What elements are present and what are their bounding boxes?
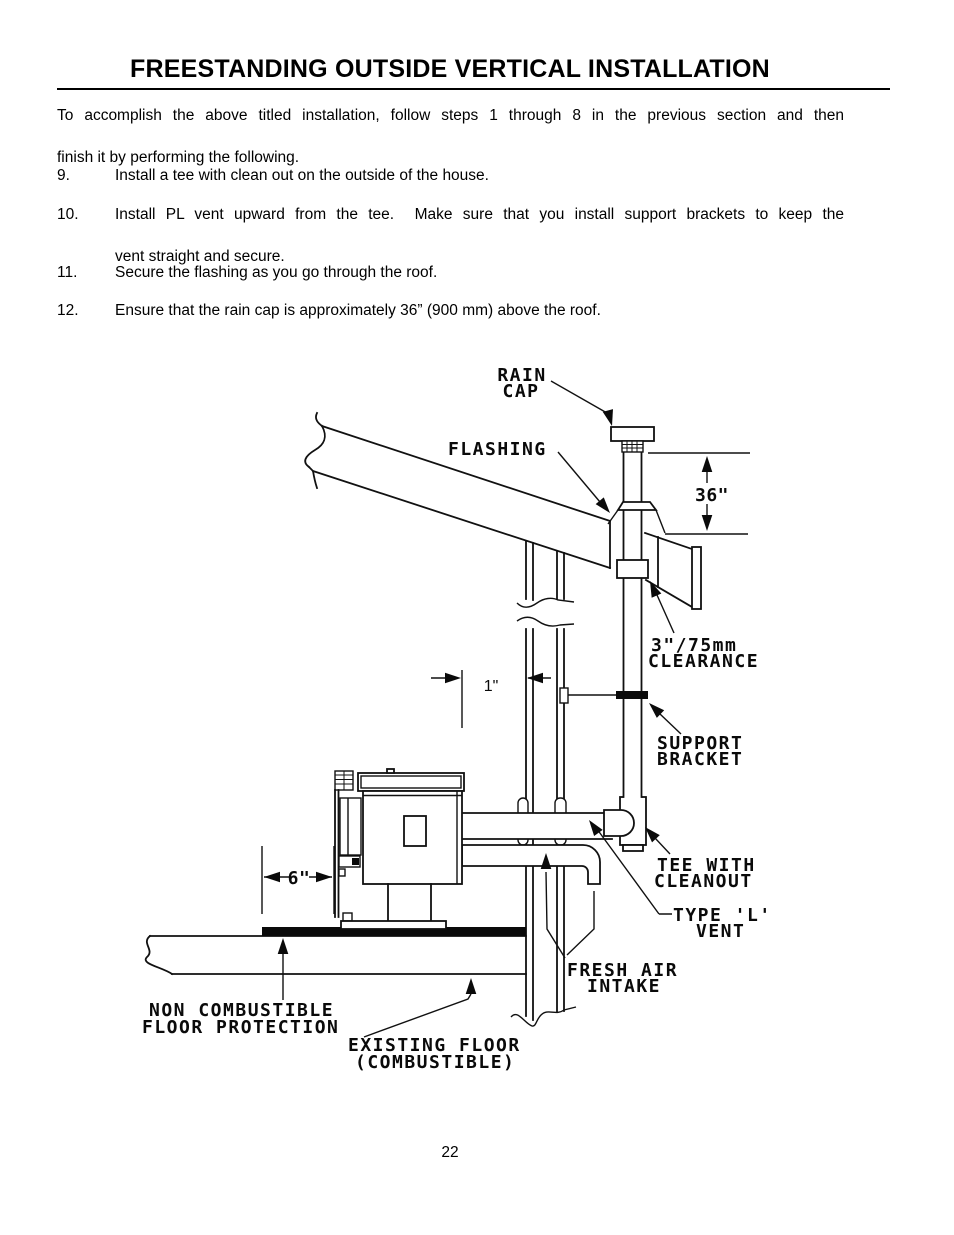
dim-6-label: 6" [288,868,311,889]
type-l-vent-label: VENT [696,921,745,942]
step-text: vent straight and secure. [115,248,285,265]
support-bracket-label: SUPPORT [657,733,743,754]
diagram-labels: RAIN CAP FLASHING 3"/75mm CLEARANCE SUPP… [142,365,772,1073]
existing-floor-label: EXISTING FLOOR [348,1035,521,1056]
fascia [691,546,702,610]
intro-paragraph: To accomplish the above titled installat… [57,105,844,168]
house-wall [510,540,577,1027]
step-number: 9. [57,167,70,184]
tee-cleanout-label: TEE WITH [657,855,756,876]
step-text: Install a tee with clean out on the outs… [115,167,489,184]
floor-protection-label: FLOOR PROTECTION [142,1017,339,1038]
support-bracket-label: BRACKET [657,749,743,770]
floor-protection-pad [262,927,526,936]
step-number: 10. [57,206,79,223]
step-item-12: 12. Ensure that the rain cap is approxim… [57,300,844,321]
exhaust-pipe [461,812,613,840]
stove-window [403,815,427,847]
step-number: 11. [57,264,78,281]
step-item-10: 10. Install PL vent upward from the tee.… [57,204,844,267]
step-text: Ensure that the rain cap is approximatel… [115,302,601,319]
dim-1-label: 1" [484,678,499,695]
page-number: 22 [441,1144,459,1161]
existing-floor-label: (COMBUSTIBLE) [355,1052,515,1073]
dimension-1in: 1" [431,670,551,728]
stove-door-handle [338,855,361,868]
fresh-air-intake-label: FRESH AIR [567,960,678,981]
clearance-label: CLEARANCE [648,651,759,672]
roof [304,411,702,610]
page-title: FREESTANDING OUTSIDE VERTICAL INSTALLATI… [130,55,770,83]
rain-cap-label: RAIN [497,365,546,386]
fresh-air-intake-label: INTAKE [587,976,661,997]
dim-36-label: 36" [695,485,729,506]
step-item-11: 11. Secure the flashing as you go throug… [57,262,844,283]
flashing-label: FLASHING [448,439,547,460]
floor-protection-label: NON COMBUSTIBLE [149,1000,334,1021]
step-text: Install PL vent upward from the tee. Mak… [115,206,844,223]
intro-line-1: To accomplish the above titled installat… [57,107,844,124]
leader-arrows [277,380,682,1038]
floor [144,927,527,976]
rain-cap [610,426,655,453]
step-item-9: 9. Install a tee with clean out on the o… [57,165,844,186]
rain-cap-label: CAP [502,381,539,402]
intro-line-2: finish it by performing the following. [57,149,300,166]
step-text: Secure the flashing as you go through th… [115,264,438,281]
flashing [607,501,666,534]
type-l-vent-label: TYPE 'L' [673,905,772,926]
tee-cleanout-label: CLEANOUT [654,871,753,892]
fresh-air-pipe [461,844,601,885]
eave-collar [616,559,649,579]
stove [334,768,465,930]
clearance-label: 3"/75mm [651,635,737,656]
tee-with-cleanout [603,796,647,852]
step-number: 12. [57,302,79,319]
dimension-6in: 6" [261,846,335,914]
title-underline [57,88,890,90]
support-bracket [559,687,648,704]
dimension-36in: 36" [648,452,750,535]
stove-base [340,920,447,930]
